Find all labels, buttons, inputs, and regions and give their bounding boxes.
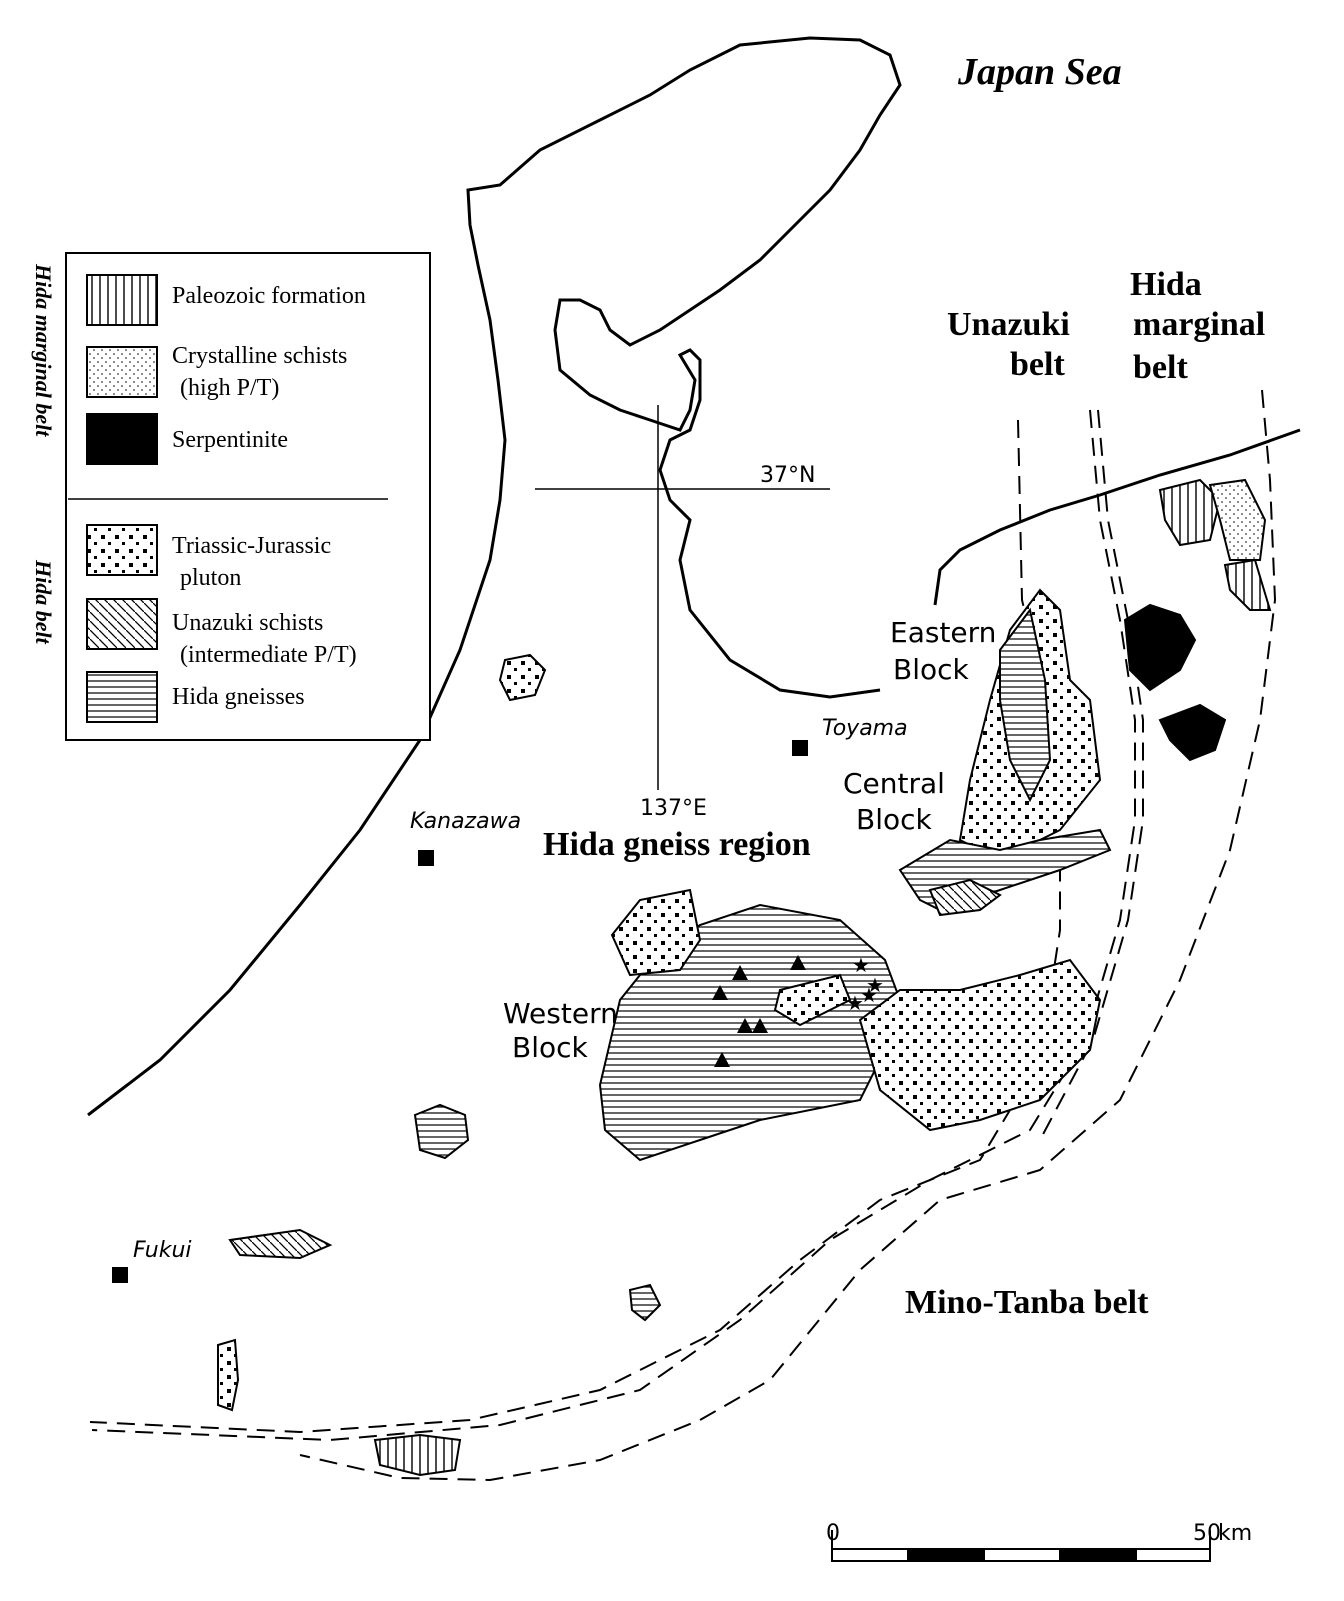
side-label-hida-marginal-belt: Hida marginal belt — [31, 263, 56, 437]
scale-bar-end-label: 50 — [1193, 1521, 1221, 1546]
svg-text:★: ★ — [860, 983, 878, 1007]
legend: Paleozoic formation Crystalline schists … — [65, 252, 431, 741]
city-marker-fukui — [112, 1267, 128, 1283]
unit-serpentinite-2 — [1158, 703, 1227, 762]
legend-swatch-crystalline — [86, 346, 158, 398]
unazuki-belt-label-1: Unazuki — [947, 306, 1070, 343]
legend-label-unazuki-1: Unazuki schists — [172, 610, 323, 636]
region-label: Hida gneiss region — [543, 826, 811, 863]
city-label-fukui: Fukui — [133, 1238, 192, 1263]
coastline-east — [933, 428, 1301, 606]
hida-marginal-belt-label-2: marginal — [1133, 306, 1265, 343]
unit-hida-gneiss-south — [628, 1283, 662, 1322]
western-block-label-2: Block — [512, 1031, 589, 1064]
legend-swatch-hida-gneiss — [86, 671, 158, 723]
legend-label-paleozoic: Paleozoic formation — [172, 283, 366, 309]
city-marker-toyama — [792, 740, 808, 756]
legend-label-crystalline-2: (high P/T) — [180, 375, 279, 401]
unit-pluton-stripe — [773, 973, 852, 1027]
unit-serpentinite-1 — [1123, 603, 1197, 692]
legend-swatch-paleozoic — [86, 274, 158, 326]
legend-swatch-pluton — [86, 524, 158, 576]
hida-marginal-belt-label-1: Hida — [1130, 266, 1202, 303]
unit-pluton-west — [610, 888, 702, 977]
city-label-kanazawa: Kanazawa — [410, 809, 521, 834]
legend-swatch-serpentinite — [86, 413, 158, 465]
legend-label-unazuki-2: (intermediate P/T) — [180, 642, 357, 668]
unit-pluton-central — [858, 958, 1102, 1132]
legend-box — [65, 252, 431, 741]
scale-bar-start-label: 0 — [826, 1521, 840, 1546]
unit-unazuki-schist — [928, 878, 1002, 917]
svg-text:★: ★ — [846, 991, 864, 1015]
legend-label-pluton-1: Triassic-Jurassic — [172, 533, 331, 559]
unit-crystalline-schist-1 — [1208, 478, 1267, 561]
mino-tanba-belt-label: Mino-Tanba belt — [905, 1284, 1149, 1321]
unazuki-belt-label-2: belt — [1010, 346, 1065, 383]
unit-hida-gneiss-island — [413, 1103, 470, 1160]
hida-marginal-belt-label-3: belt — [1133, 349, 1188, 386]
coastline — [87, 36, 902, 1117]
svg-text:★: ★ — [866, 973, 884, 997]
scale-bar — [831, 1530, 1211, 1562]
unit-pluton-island — [498, 653, 547, 702]
star-markers: ★ ★ ★ ★ — [846, 953, 884, 1015]
unit-paleozoic-1 — [1158, 478, 1222, 547]
unit-paleozoic-3 — [373, 1433, 462, 1477]
central-block-label-2: Block — [856, 803, 933, 836]
city-label-toyama: Toyama — [822, 716, 908, 741]
legend-label-serpentinite: Serpentinite — [172, 427, 288, 453]
western-block-label-1: Western — [503, 997, 618, 1030]
eastern-block-label-2: Block — [893, 653, 970, 686]
central-block-label-1: Central — [843, 767, 945, 800]
unit-paleozoic-2 — [1223, 558, 1272, 611]
unit-unazuki-schist-south — [228, 1228, 333, 1260]
triangle-markers — [712, 955, 806, 1067]
city-marker-kanazawa — [418, 850, 434, 866]
latitude-label: 37°N — [760, 463, 815, 488]
longitude-label: 137°E — [640, 796, 707, 821]
unit-pluton-south — [217, 1338, 240, 1412]
scale-bar-unit-label: km — [1218, 1521, 1252, 1546]
legend-label-hida-gneiss: Hida gneisses — [172, 684, 305, 710]
legend-swatch-unazuki — [86, 598, 158, 650]
sea-label: Japan Sea — [957, 51, 1122, 93]
legend-label-pluton-2: pluton — [180, 565, 241, 591]
unit-hida-gneiss-eastern — [999, 607, 1052, 803]
svg-text:★: ★ — [852, 953, 870, 977]
eastern-block-label-1: Eastern — [890, 616, 996, 649]
side-label-hida-belt: Hida belt — [31, 559, 56, 645]
legend-label-crystalline-1: Crystalline schists — [172, 343, 347, 369]
